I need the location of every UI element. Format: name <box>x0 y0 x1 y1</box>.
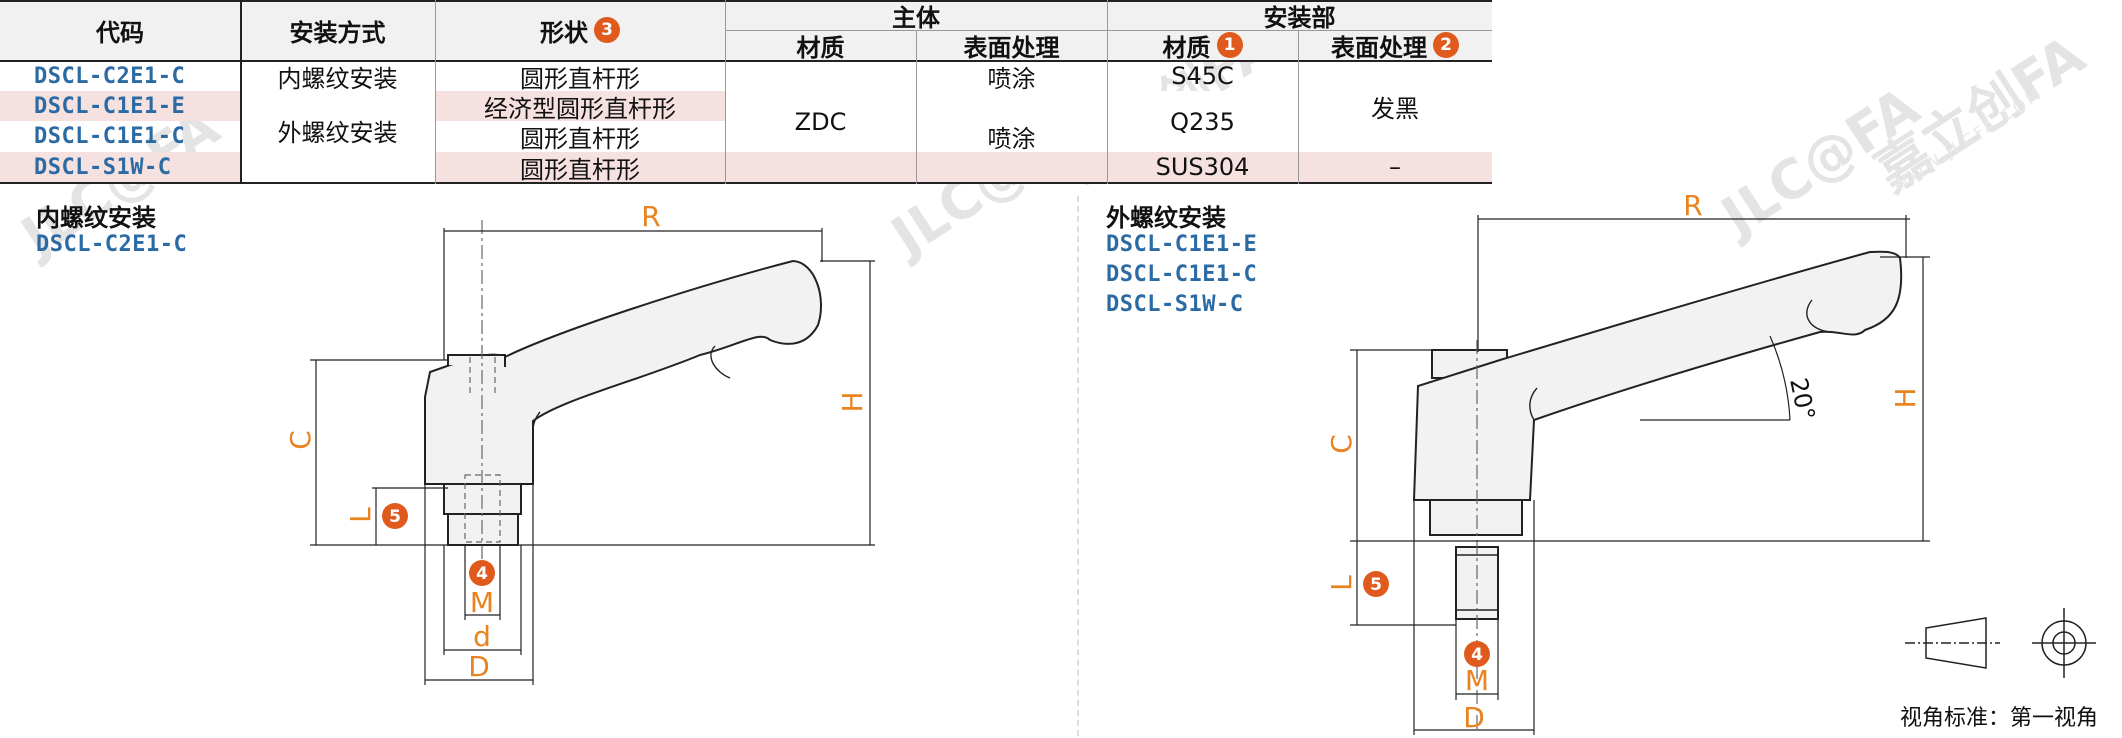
shank-collar <box>1429 499 1523 536</box>
mount-material-s45c: S45C <box>1171 62 1234 90</box>
row-code: DSCL-C1E1-C <box>34 124 186 149</box>
dim-label-l: L <box>1325 575 1358 591</box>
mount-external: 外螺纹安装 <box>277 119 398 147</box>
right-handle-drawing: R H C L M D 20° 5 4 <box>1325 189 2096 735</box>
shank-base <box>447 513 519 546</box>
row-shape: 圆形直杆形 <box>520 125 640 153</box>
body-surface-top: 喷涂 <box>987 64 1036 93</box>
mount-material-sus304: SUS304 <box>1155 153 1250 181</box>
svg-text:5: 5 <box>389 507 401 527</box>
arm-curve <box>1806 299 1831 333</box>
mount-material-q235: Q235 <box>1170 107 1235 136</box>
badge-3: 3 <box>594 17 620 43</box>
left-section-title: 内螺纹安装 <box>36 204 156 232</box>
inner-curve <box>1529 387 1538 421</box>
top-thread-hidden <box>469 357 496 395</box>
header-mount-surface-label: 表面处理 <box>1331 33 1427 62</box>
lever-arm <box>1412 250 1903 501</box>
svg-text:4: 4 <box>476 564 488 584</box>
badge-4-right: 4 <box>1464 641 1490 667</box>
thread-hidden <box>464 474 501 543</box>
right-section-code: DSCL-C1E1-E <box>1106 232 1258 257</box>
row-shape: 圆形直杆形 <box>520 155 640 184</box>
merged-bg <box>240 91 435 182</box>
badge-5-left: 5 <box>382 503 408 529</box>
header-mount-part-label: 安装部 <box>1263 3 1336 32</box>
body-material: ZDC <box>794 107 847 136</box>
header-body: 主体 <box>725 0 1107 32</box>
header-body-label: 主体 <box>892 3 940 32</box>
dim-label-m: M <box>470 586 494 619</box>
dim-label-d: D <box>1463 701 1485 734</box>
dim-label-m: M <box>1465 664 1489 697</box>
dim-label-r: R <box>641 200 660 233</box>
header-mount-material-label: 材质 <box>1162 33 1211 62</box>
right-section-code: DSCL-S1W-C <box>1106 292 1244 317</box>
header-body-surface: 表面处理 <box>916 30 1107 62</box>
header-body-surface-label: 表面处理 <box>963 33 1060 62</box>
svg-text:5: 5 <box>1370 575 1382 595</box>
svg-text:4: 4 <box>1471 645 1483 665</box>
merged-bg <box>1298 61 1492 152</box>
left-handle-drawing: R H C L M d D 5 4 <box>284 200 875 685</box>
table-rule <box>435 0 436 184</box>
lever-arm <box>424 259 822 485</box>
right-section-title: 外螺纹安装 <box>1106 204 1226 232</box>
view-standard-label: 视角标准：第一视角 <box>1900 706 2099 731</box>
header-code-label: 代码 <box>96 18 144 47</box>
row-shape: 圆形直杆形 <box>520 64 640 93</box>
left-section-code: DSCL-C2E1-C <box>36 232 188 257</box>
header-shape-label: 形状 <box>540 18 588 47</box>
projection-symbol-icon <box>1905 608 2096 678</box>
mount-surface-black: 发黑 <box>1371 95 1419 123</box>
table-rule <box>725 30 1492 31</box>
angle-arc <box>1769 335 1791 421</box>
row-shape: 经济型圆形直杆形 <box>484 94 676 123</box>
section-divider <box>1077 196 1079 736</box>
right-section-code: DSCL-C1E1-C <box>1106 262 1258 287</box>
mount-internal: 内螺纹安装 <box>277 64 398 93</box>
badge-5-right: 5 <box>1363 571 1389 597</box>
badge-4-left: 4 <box>469 560 495 586</box>
header-mount-part: 安装部 <box>1107 0 1492 32</box>
table-rule <box>916 30 917 184</box>
merged-bg <box>1107 91 1298 152</box>
table-rule <box>240 0 242 184</box>
row-code: DSCL-C1E1-E <box>34 93 186 119</box>
header-body-material: 材质 <box>725 30 916 62</box>
header-code: 代码 <box>0 0 240 60</box>
top-boss <box>447 354 506 367</box>
dim-label-h: H <box>836 391 869 412</box>
table-rule <box>0 0 1492 2</box>
badge-1: 1 <box>1216 32 1243 58</box>
table-rule <box>725 0 726 184</box>
dim-label-l: L <box>344 507 377 523</box>
header-mount-label: 安装方式 <box>289 18 386 47</box>
mount-surface-none: – <box>1389 153 1401 181</box>
dim-label-d: D <box>468 650 490 683</box>
dim-label-c: C <box>284 430 317 450</box>
table-rule <box>0 60 1492 62</box>
inner-curve <box>532 411 541 431</box>
dim-label-h: H <box>1889 387 1922 408</box>
badge-2: 2 <box>1433 32 1459 58</box>
header-mount: 安装方式 <box>240 0 435 60</box>
row-code: DSCL-S1W-C <box>34 154 172 180</box>
dim-label-r: R <box>1683 189 1702 222</box>
table-rule <box>1107 0 1108 184</box>
row-code: DSCL-C2E1-C <box>34 63 186 89</box>
table-rule <box>1298 30 1299 184</box>
dim-label-c: C <box>1325 434 1358 454</box>
header-body-material-label: 材质 <box>796 33 845 62</box>
arm-curve <box>710 345 731 379</box>
table-rule <box>0 182 1492 184</box>
dim-label-d-small: d <box>473 620 491 653</box>
body-surface-lower: 喷涂 <box>987 125 1036 153</box>
